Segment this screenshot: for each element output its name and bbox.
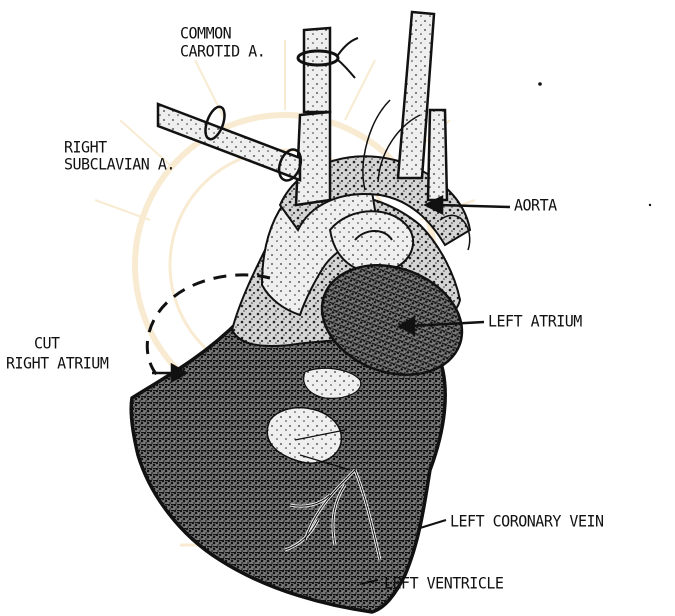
left-ventricle-label: LEFT VENTRICLE bbox=[384, 576, 503, 592]
right-subclavian-label-line2: SUBCLAVIAN A. bbox=[64, 157, 175, 173]
left-atrium-label: LEFT ATRIUM bbox=[488, 314, 582, 330]
common-carotid-label-line1: COMMON bbox=[180, 26, 231, 42]
common-carotid-vessel bbox=[304, 28, 330, 112]
right-subclavian-label-line1: RIGHT bbox=[64, 140, 107, 156]
left-subclavian-vessel bbox=[428, 110, 447, 200]
cut-right-atrium-label-line2: RIGHT ATRIUM bbox=[6, 356, 108, 372]
aorta-label: AORTA bbox=[514, 198, 557, 214]
common-carotid-label-line2: CAROTID A. bbox=[180, 44, 265, 60]
left-coronary-vein-label: LEFT CORONARY VEIN bbox=[450, 514, 604, 530]
cut-right-atrium-label-line1: CUT bbox=[34, 336, 60, 352]
